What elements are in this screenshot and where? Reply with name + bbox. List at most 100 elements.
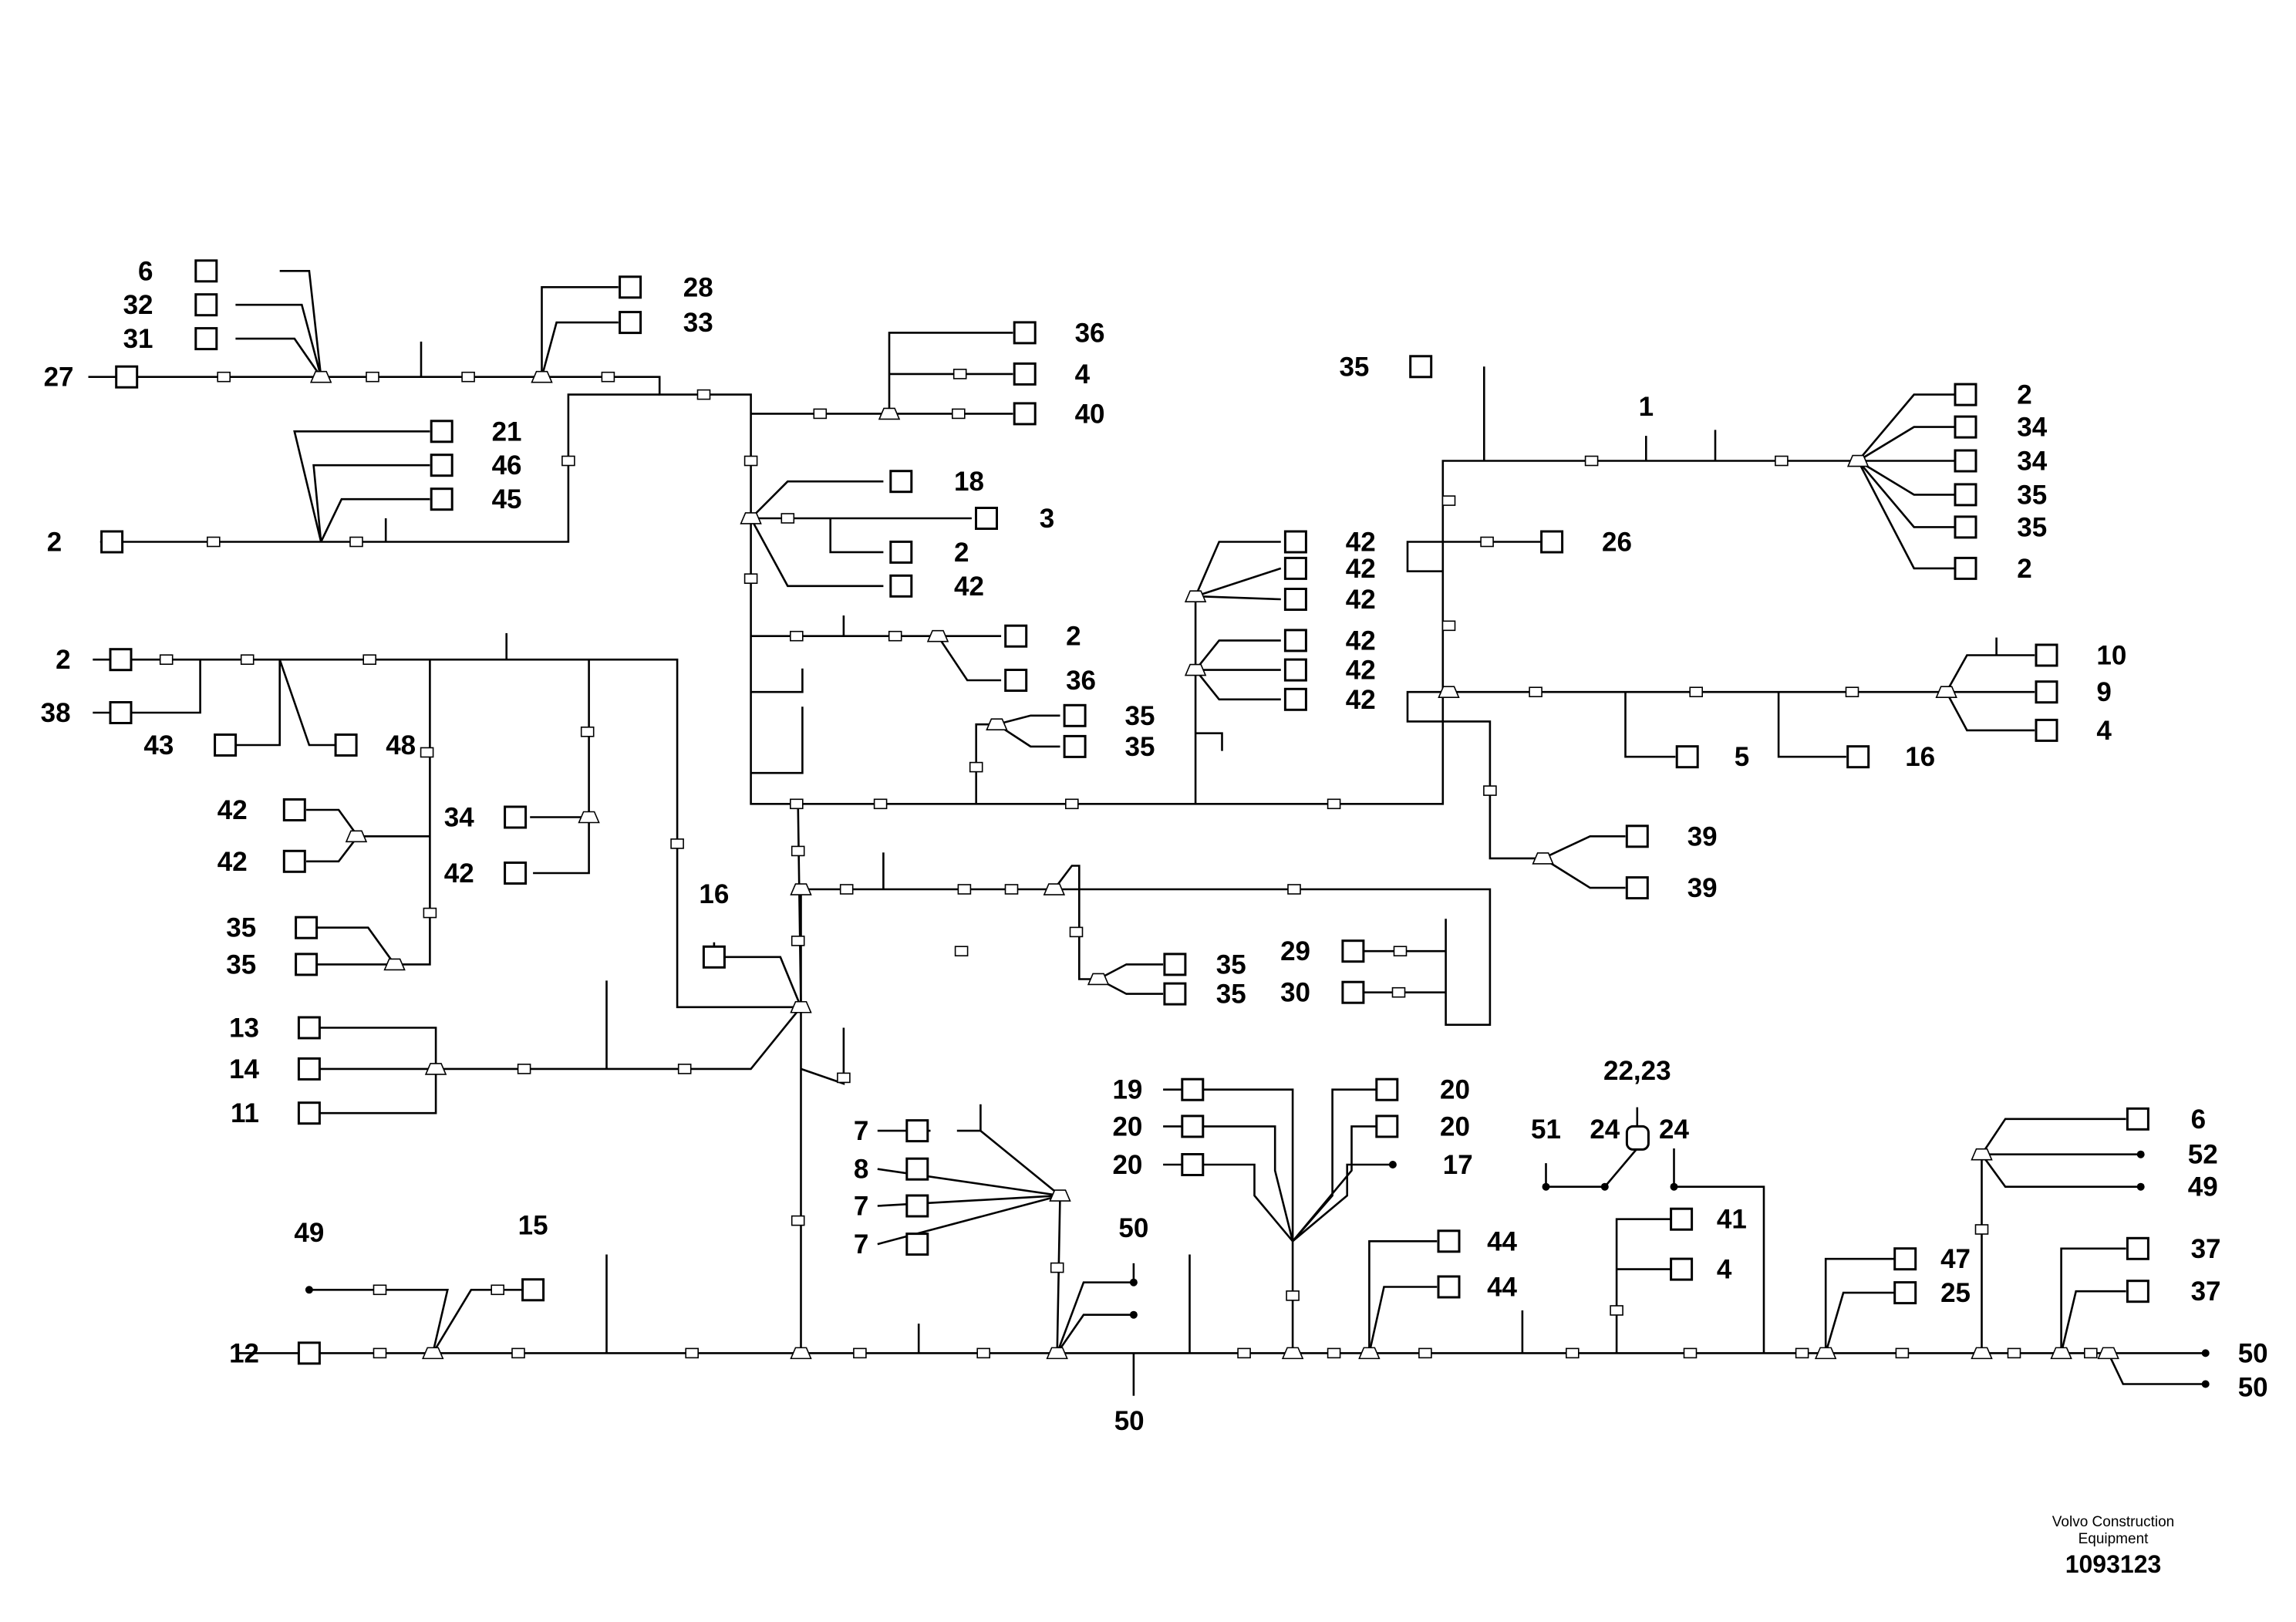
connector-mark [159,654,174,666]
wire [1777,692,1846,758]
component-box [1004,669,1028,692]
connector-mark [240,654,255,666]
connector-mark [952,408,966,420]
callout-label: 34 [2017,413,2047,443]
wire [956,1104,982,1132]
connector-mark [1529,686,1542,698]
wire [979,1130,1061,1354]
wire [99,393,660,543]
wire [1097,978,1164,995]
callout-label: 29 [1280,936,1310,966]
callout-label: 27 [44,363,74,393]
callout-label: 48 [386,730,416,760]
wire [801,1027,845,1085]
wire [316,659,431,966]
callout-label: 42 [1346,626,1376,656]
callout-label: 34 [2017,447,2047,477]
junction-mark [1087,973,1110,986]
wire [1545,1148,1638,1188]
component-box [2035,643,2058,667]
wire [1857,426,1956,462]
connector-mark [1483,785,1497,796]
component-box [504,862,528,885]
callout-label: 13 [229,1013,259,1044]
connector-mark [954,946,969,956]
callout-label: 31 [123,324,153,354]
wire [1195,595,1281,601]
component-box [905,1157,929,1181]
connector-mark [969,761,983,773]
callout-label: 35 [1339,352,1369,382]
component-box [702,945,726,969]
wire [1624,692,1676,758]
component-box [975,507,998,530]
callout-label: 4 [2096,716,2112,746]
connector-mark [976,1347,990,1359]
wire [713,942,802,1008]
component-box [521,1278,545,1302]
callout-label: 42 [1346,554,1376,584]
component-box [1437,1275,1461,1299]
connector-mark [743,455,758,467]
connector-mark [1974,1224,1989,1235]
connector-mark [1566,1347,1580,1359]
wire [1981,1118,2126,1354]
callout-label: 11 [231,1098,259,1128]
callout-label: 14 [229,1054,259,1084]
wire [306,808,430,838]
callout-label: 39 [1687,873,1718,903]
connector-mark [873,798,888,810]
callout-label: 43 [143,730,174,760]
component-box [430,487,453,511]
terminal-dot [1600,1182,1609,1191]
junction-mark [790,1000,812,1013]
callout-label: 8 [854,1155,868,1185]
component-box [297,1016,321,1040]
component-box [1846,745,1870,769]
connector-mark [366,371,379,383]
component-box [1954,483,1977,507]
component-box [504,805,528,829]
component-box [109,701,133,724]
callout-label: 21 [492,416,522,447]
callout-label: 42 [1346,656,1376,686]
callout-label: 33 [683,308,713,338]
wire [235,303,322,378]
callout-label: 6 [138,256,153,286]
terminal-dot [1670,1182,1678,1191]
connector-mark [601,371,615,383]
callout-label: 42 [217,847,248,877]
component-box [297,1101,321,1125]
callout-label: 35 [1125,732,1155,762]
connector-mark [791,845,805,857]
junction-mark [790,883,812,895]
callout-label: 42 [217,795,248,825]
component-box [619,275,642,299]
callout-label: 24 [1590,1114,1620,1145]
callout-label: 4 [1717,1255,1732,1285]
wire [1981,1153,2141,1188]
wire [436,1006,802,1071]
connector-mark [1237,1347,1251,1359]
wire [533,817,590,875]
wire [1368,1286,1438,1354]
callout-label: 47 [1940,1244,1971,1274]
callout-label: 1 [1639,392,1654,422]
component-box [1670,1207,1694,1231]
callout-label: 2 [2017,380,2031,410]
component-box [115,365,139,389]
connector-mark [349,536,363,548]
component-box [2126,1107,2149,1131]
connector-mark [1480,536,1494,548]
connector-mark [1287,884,1301,895]
wire [279,269,322,377]
callout-label: 42 [954,572,984,602]
component-box [109,648,133,672]
connector-mark [2007,1347,2021,1359]
callout-label: 42 [1346,528,1376,558]
connector-mark [491,1284,505,1296]
junction-mark [1358,1347,1381,1360]
component-box [905,1233,929,1256]
connector-mark [1775,455,1789,467]
component-box [1013,402,1037,426]
